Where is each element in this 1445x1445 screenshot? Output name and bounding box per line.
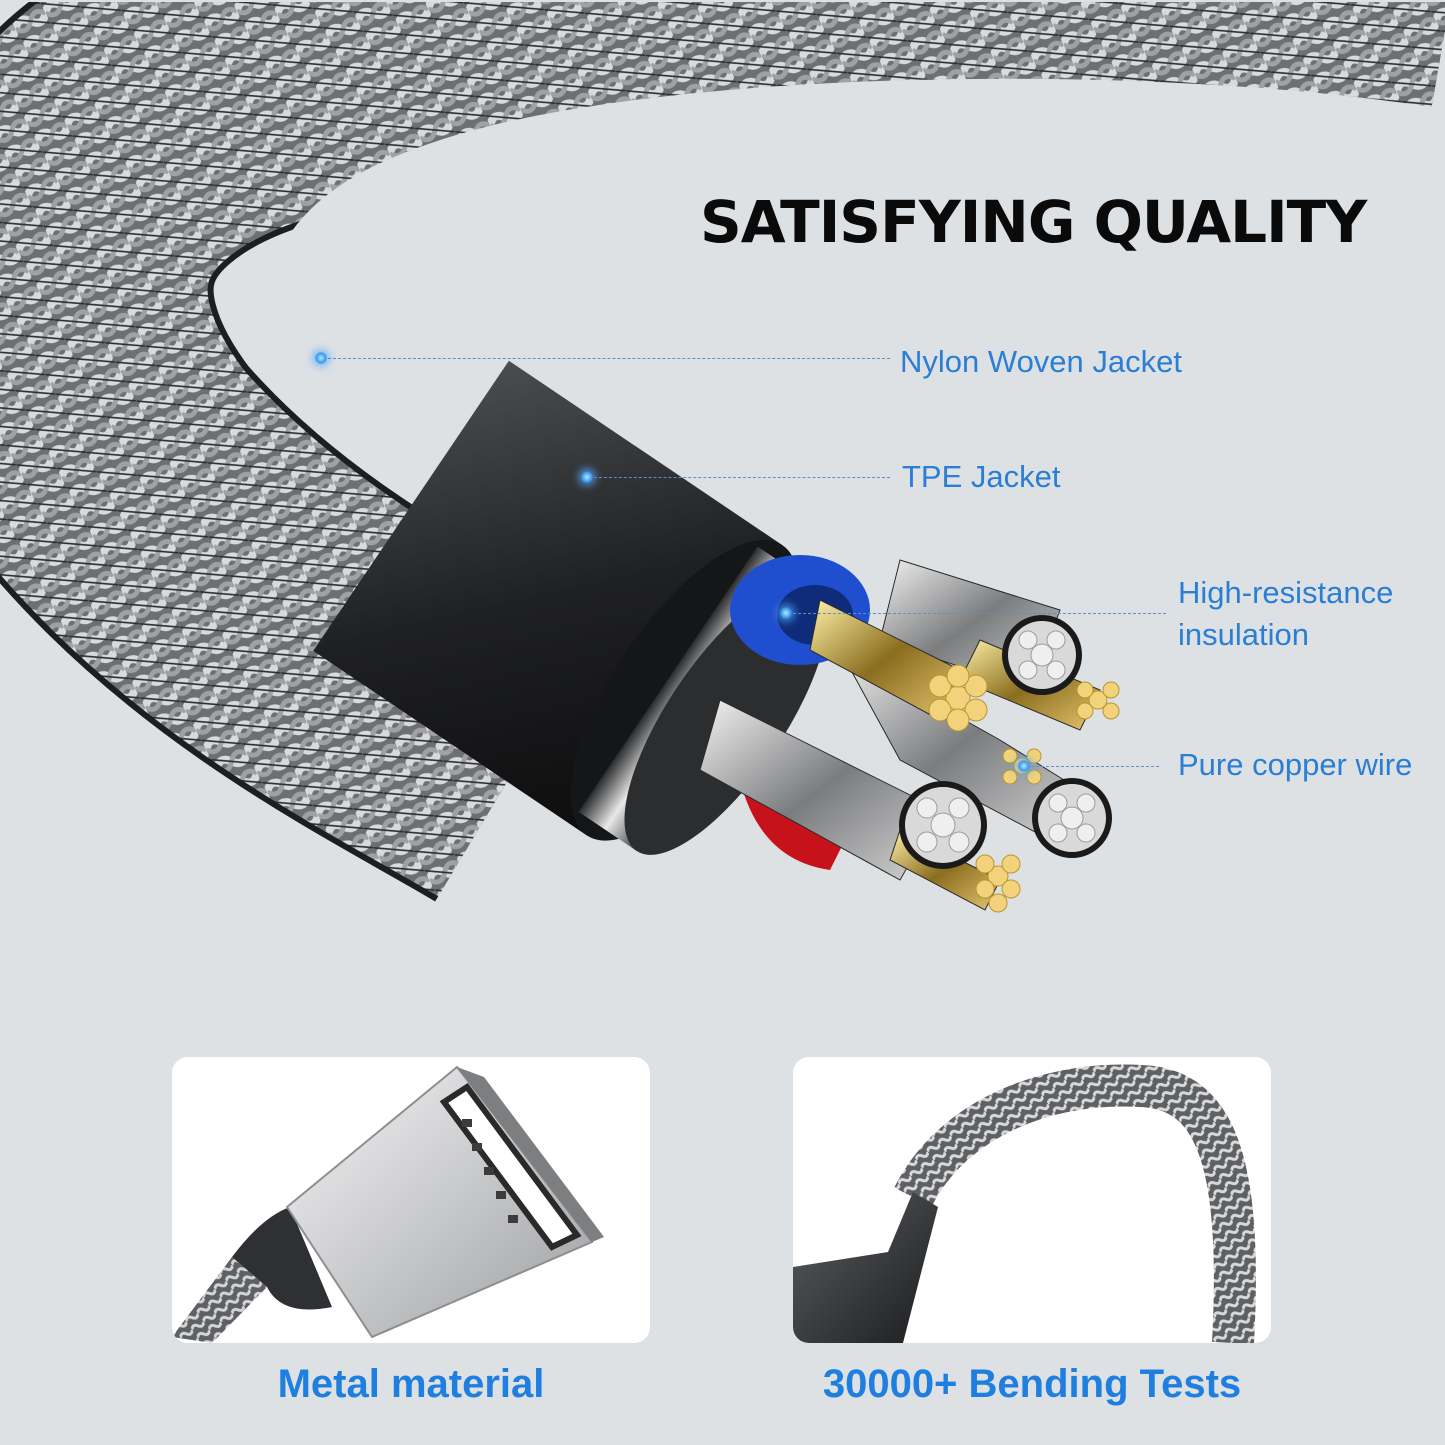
callout-line-1: High-resistance [1178, 575, 1394, 610]
callout-line-2: insulation [1178, 617, 1309, 652]
callout-leader-line [594, 477, 890, 478]
callout-leader-line [1031, 766, 1159, 767]
feature-caption-metal-material: Metal material [277, 1362, 545, 1406]
callout-dot-icon [1018, 760, 1030, 772]
cable-cross-section-illustration [0, 0, 1445, 913]
headline: SATISFYING QUALITY [700, 188, 1367, 256]
callout-high-resistance-insulation: High-resistance insulation [1178, 572, 1393, 656]
callout-dot-icon [581, 471, 593, 483]
callout-dot-icon [315, 352, 327, 364]
bent-braided-cable-image [793, 1064, 1256, 1343]
callout-leader-line [793, 613, 1166, 614]
usb-female-connector-image [172, 1065, 604, 1343]
feature-card-bending-tests [793, 1057, 1271, 1343]
callout-tpe-jacket: TPE Jacket [902, 459, 1061, 494]
callout-leader-line [328, 358, 890, 359]
callout-pure-copper-wire: Pure copper wire [1178, 747, 1413, 782]
callout-dot-icon [780, 607, 792, 619]
feature-caption-bending-tests: 30000+ Bending Tests [822, 1362, 1242, 1406]
callout-nylon-woven-jacket: Nylon Woven Jacket [900, 344, 1182, 379]
feature-card-metal-material [172, 1057, 650, 1343]
